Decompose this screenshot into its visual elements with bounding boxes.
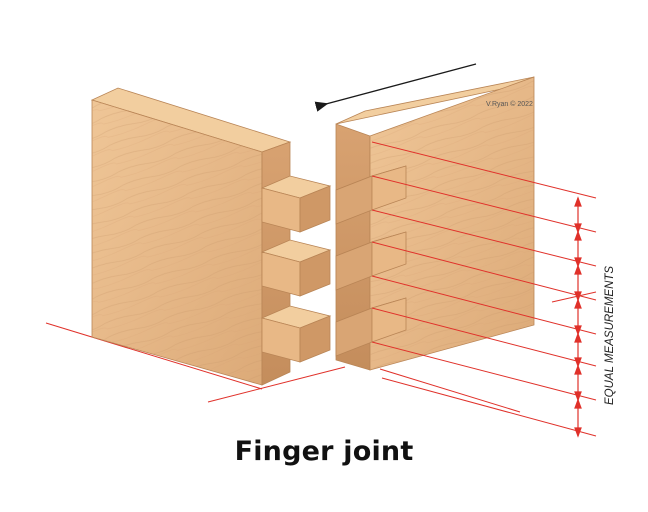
left-fingers xyxy=(260,175,332,363)
equal-measurements-label: EQUAL MEASUREMENTS xyxy=(604,266,616,405)
right-fingers xyxy=(335,165,407,357)
caption-title: Finger joint xyxy=(234,436,414,467)
measurement-guide-lines xyxy=(371,141,597,437)
dimension-arrows xyxy=(574,196,582,438)
credit-text: V.Ryan © 2022 xyxy=(486,100,533,108)
base-guide-lines xyxy=(45,291,597,413)
left-wood-piece xyxy=(90,87,292,386)
assembly-direction-arrow xyxy=(314,63,477,112)
